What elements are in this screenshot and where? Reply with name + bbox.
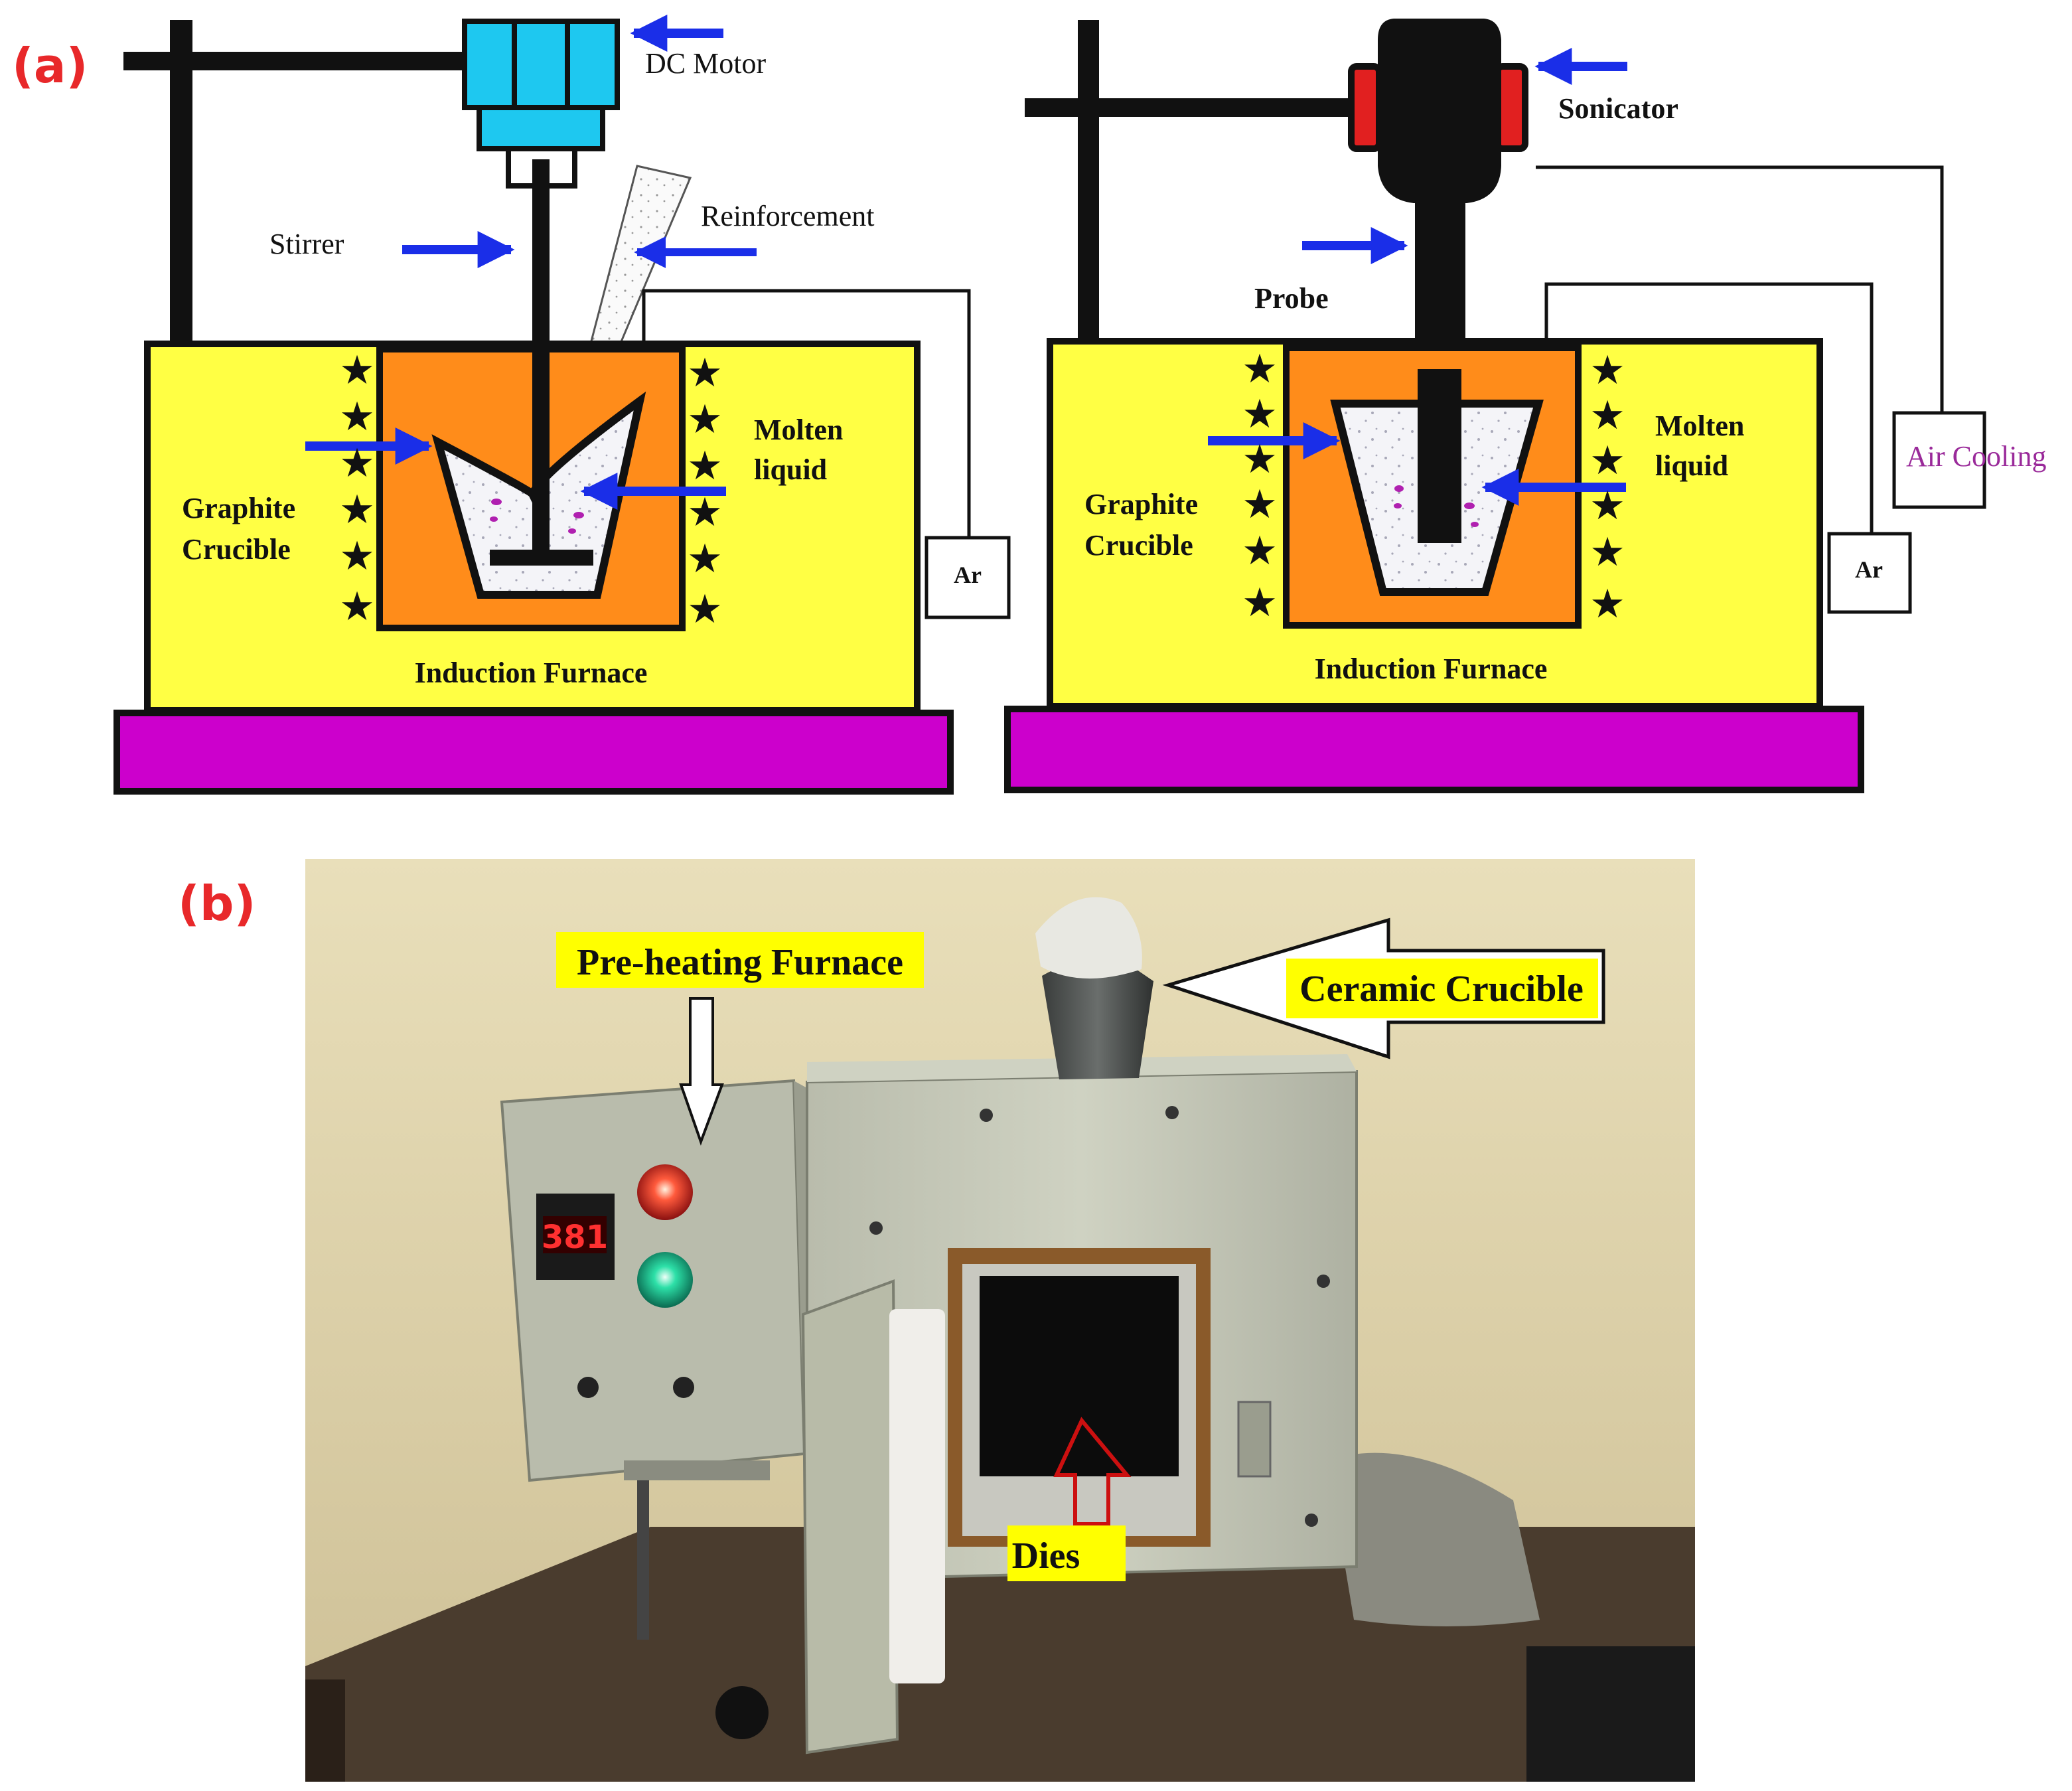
induction-coils-right: ★★★★★★ ★★★★★★ [1242, 346, 1625, 627]
argon-line [642, 289, 971, 538]
molten-particles [490, 499, 584, 534]
stir-casting-setup: (a) DC Motor Reinforcement Stirrer [12, 14, 1011, 795]
stand-post-right [1078, 20, 1099, 348]
svg-text:★: ★ [1590, 483, 1625, 529]
crucible-label-1: Graphite [182, 492, 295, 524]
furnace-base-right [1004, 706, 1864, 793]
stirrer-label: Stirrer [269, 228, 344, 260]
sonicator-label: Sonicator [1558, 92, 1678, 125]
svg-text:★: ★ [687, 396, 723, 443]
argon-box-right [1827, 532, 1912, 614]
probe-label: Probe [1254, 282, 1329, 315]
argon-label: Ar [954, 562, 982, 588]
svg-text:★: ★ [687, 586, 723, 633]
svg-text:★: ★ [1590, 392, 1625, 439]
cloth [1327, 1452, 1540, 1626]
furnace-door [801, 1279, 899, 1754]
work-table [305, 1527, 1695, 1782]
induction-coils: ★★★★★★ ★★★★★★ [339, 347, 723, 633]
crucible-photo-label: Ceramic Crucible [1299, 969, 1584, 1010]
door-latch [1237, 1401, 1272, 1478]
ultrasonic-casting-setup: Sonicator Probe Air Cooling Ar ★★★★★★ ★★… [1004, 19, 2046, 793]
switch-1 [577, 1377, 599, 1398]
molten-label-right-2: liquid [1655, 449, 1728, 482]
furnace-label-right: Induction Furnace [1315, 653, 1548, 685]
svg-text:★: ★ [339, 584, 375, 630]
molten-particles-right [1394, 485, 1479, 527]
molten-label-1: Molten [754, 414, 843, 446]
controller-display: 381 [542, 1219, 608, 1256]
argon-box [925, 536, 1011, 619]
argon-label-right: Ar [1855, 556, 1883, 583]
crucible-label-right-1: Graphite [1084, 488, 1198, 520]
motor-label: DC Motor [645, 47, 766, 80]
molten-label-right-1: Molten [1655, 410, 1744, 442]
svg-text:★: ★ [339, 394, 375, 440]
svg-text:★: ★ [339, 487, 375, 533]
panel-a-label: (a) [12, 38, 88, 94]
cooling-line [1536, 165, 1944, 413]
preheat-label: Pre-heating Furnace [577, 942, 903, 983]
furnace-label: Induction Furnace [415, 657, 648, 689]
svg-text:★: ★ [1242, 391, 1278, 437]
reinforcement-label: Reinforcement [701, 200, 874, 232]
dies-callout-bg [1007, 1525, 1126, 1581]
crucible-label-right-2: Crucible [1084, 529, 1193, 562]
stirrer-blade [490, 550, 593, 566]
svg-text:★: ★ [1590, 347, 1625, 394]
molten-label-2: liquid [754, 453, 827, 486]
furnace-base [113, 710, 954, 795]
svg-text:★: ★ [1590, 437, 1625, 484]
heating-chamber-opening [980, 1276, 1179, 1476]
stand-arm [123, 52, 469, 70]
cooling-box [1892, 411, 1986, 509]
switch-2 [673, 1377, 694, 1398]
furnace-photo: 381 [305, 859, 1695, 1782]
svg-text:★: ★ [1242, 481, 1278, 528]
svg-text:★: ★ [687, 350, 723, 396]
svg-text:★: ★ [1590, 581, 1625, 627]
stand-arm-right [1025, 98, 1383, 117]
cooling-label: Air Cooling [1906, 440, 2046, 473]
svg-text:★: ★ [1242, 580, 1278, 626]
argon-line-right [1544, 282, 1874, 534]
crucible-label-2: Crucible [182, 533, 291, 566]
svg-text:★: ★ [339, 347, 375, 394]
preheat-callout-bg [556, 932, 924, 988]
knob [715, 1686, 769, 1739]
probe-tip [1418, 369, 1461, 543]
crucible-callout-bg [1286, 959, 1598, 1018]
svg-text:★: ★ [687, 443, 723, 489]
dc-motor [462, 19, 620, 189]
svg-text:★: ★ [687, 536, 723, 582]
green-indicator-lamp [637, 1252, 693, 1308]
ceramic-crucible [1042, 961, 1153, 1079]
svg-text:★: ★ [1590, 529, 1625, 576]
svg-text:★: ★ [1242, 346, 1278, 392]
svg-text:★: ★ [1242, 528, 1278, 574]
bolts [869, 1106, 1330, 1533]
svg-text:★: ★ [339, 533, 375, 580]
svg-text:★: ★ [339, 440, 375, 487]
red-indicator-lamp [637, 1164, 693, 1220]
dies-arrow [1053, 1417, 1132, 1526]
stirrer-shaft [532, 159, 550, 559]
door-insulation [889, 1309, 945, 1683]
svg-text:★: ★ [1242, 436, 1278, 483]
crucible-charge [1035, 897, 1142, 979]
svg-text:★: ★ [687, 489, 723, 536]
preheat-arrow [679, 997, 724, 1146]
panel-b-label: (b) [178, 876, 256, 931]
dies-label: Dies [1012, 1535, 1080, 1577]
stand-post [170, 20, 192, 352]
